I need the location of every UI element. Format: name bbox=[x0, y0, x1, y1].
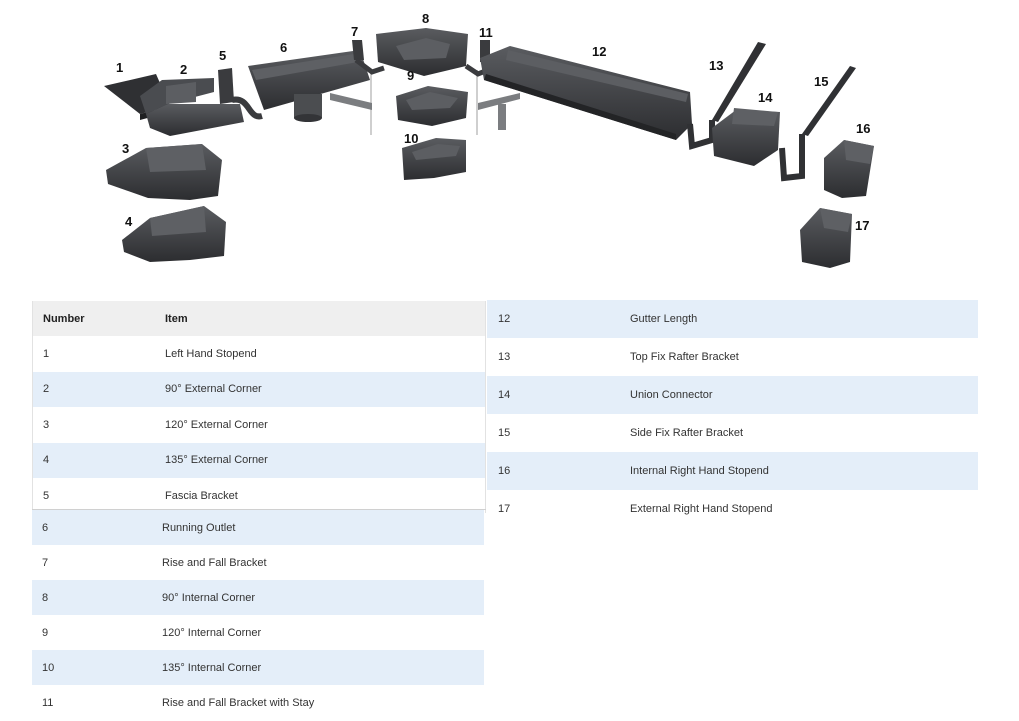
table-row: 8 90° Internal Corner bbox=[32, 580, 484, 615]
table-row: 6 Running Outlet bbox=[32, 510, 484, 545]
gutter-parts-diagram: 1 2 3 4 5 6 7 8 9 10 11 12 13 14 15 16 1… bbox=[104, 11, 874, 268]
callout-11: 11 bbox=[479, 25, 493, 40]
callout-17: 17 bbox=[855, 218, 869, 233]
row-number: 3 bbox=[43, 418, 50, 431]
row-item: Running Outlet bbox=[162, 521, 236, 534]
row-item: 120° Internal Corner bbox=[162, 626, 262, 639]
header-number: Number bbox=[43, 312, 85, 325]
part-5-fascia-bracket bbox=[218, 68, 263, 120]
part-6-running-outlet bbox=[248, 50, 370, 122]
row-item: 135° External Corner bbox=[165, 454, 268, 467]
part-9-120-internal-corner bbox=[396, 86, 468, 126]
table-row: 14 Union Connector bbox=[487, 376, 978, 414]
parts-table-left-top: Number Item 1 Left Hand Stopend 2 90° Ex… bbox=[32, 301, 486, 514]
row-item: 135° Internal Corner bbox=[162, 661, 262, 674]
row-number: 7 bbox=[42, 556, 49, 569]
callout-6: 6 bbox=[280, 40, 287, 55]
callout-14: 14 bbox=[758, 90, 773, 105]
callout-9: 9 bbox=[407, 68, 414, 83]
row-item: Rise and Fall Bracket with Stay bbox=[162, 696, 315, 709]
part-4-135-external-corner bbox=[122, 206, 226, 262]
row-number: 12 bbox=[498, 313, 511, 325]
part-15-side-fix-rafter-bracket bbox=[779, 66, 856, 182]
part-14-union-connector bbox=[712, 108, 780, 166]
callout-16: 16 bbox=[856, 121, 870, 136]
row-number: 11 bbox=[42, 696, 54, 709]
callout-8: 8 bbox=[422, 11, 429, 26]
callout-7: 7 bbox=[351, 24, 358, 39]
callout-4: 4 bbox=[125, 214, 133, 229]
callout-13: 13 bbox=[709, 58, 723, 73]
table-row: 9 120° Internal Corner bbox=[32, 615, 484, 650]
table-divider bbox=[32, 509, 486, 510]
callout-5: 5 bbox=[219, 48, 226, 63]
callout-10: 10 bbox=[404, 131, 418, 146]
row-item: Union Connector bbox=[630, 389, 713, 401]
table-row: 11 Rise and Fall Bracket with Stay bbox=[32, 685, 484, 720]
callout-2: 2 bbox=[180, 62, 187, 77]
callout-12: 12 bbox=[592, 44, 606, 59]
table-row: 10 135° Internal Corner bbox=[32, 650, 484, 685]
row-number: 13 bbox=[498, 351, 511, 363]
row-number: 5 bbox=[43, 489, 50, 502]
header-item: Item bbox=[165, 312, 188, 325]
part-3-120-external-corner bbox=[106, 144, 222, 200]
part-2-90-external-corner bbox=[140, 78, 244, 136]
row-item: Internal Right Hand Stopend bbox=[630, 465, 769, 477]
row-number: 8 bbox=[42, 591, 49, 604]
row-item: 90° Internal Corner bbox=[162, 591, 256, 604]
row-item: 120° External Corner bbox=[165, 418, 268, 431]
table-row: 7 Rise and Fall Bracket bbox=[32, 545, 484, 580]
table-row: 3 120° External Corner bbox=[33, 407, 485, 443]
row-number: 9 bbox=[42, 626, 49, 639]
row-number: 16 bbox=[498, 465, 511, 477]
table-header-row: Number Item bbox=[33, 301, 485, 337]
part-10-135-internal-corner bbox=[402, 138, 466, 180]
row-item: Side Fix Rafter Bracket bbox=[630, 427, 744, 439]
table-row: 4 135° External Corner bbox=[33, 442, 485, 478]
row-item: Top Fix Rafter Bracket bbox=[630, 351, 739, 363]
row-item: Left Hand Stopend bbox=[165, 348, 257, 361]
table-row: 1 Left Hand Stopend bbox=[33, 336, 485, 372]
part-8-90-internal-corner bbox=[376, 28, 468, 76]
row-number: 6 bbox=[42, 521, 49, 534]
part-12-gutter-length bbox=[480, 46, 692, 140]
table-row: 16 Internal Right Hand Stopend bbox=[487, 452, 978, 490]
row-number: 14 bbox=[498, 389, 511, 401]
table-row: 13 Top Fix Rafter Bracket bbox=[487, 338, 978, 376]
row-number: 10 bbox=[42, 661, 55, 674]
table-row: 2 90° External Corner bbox=[33, 371, 485, 408]
row-item: Gutter Length bbox=[630, 313, 698, 325]
row-item: 90° External Corner bbox=[165, 383, 262, 396]
part-17-external-right-stopend bbox=[800, 208, 852, 268]
callout-labels: 1 2 3 4 5 6 7 8 9 10 11 12 13 14 15 16 1… bbox=[116, 11, 870, 233]
table-row: 15 Side Fix Rafter Bracket bbox=[487, 414, 978, 452]
row-number: 17 bbox=[498, 503, 511, 515]
callout-15: 15 bbox=[814, 74, 828, 89]
row-item: Rise and Fall Bracket bbox=[162, 556, 267, 569]
table-row: 12 Gutter Length bbox=[487, 300, 978, 338]
row-number: 15 bbox=[498, 427, 511, 439]
table-row: 5 Fascia Bracket bbox=[33, 477, 485, 514]
table-row: 17 External Right Hand Stopend bbox=[487, 490, 978, 528]
callout-1: 1 bbox=[116, 60, 123, 75]
row-item: External Right Hand Stopend bbox=[630, 503, 773, 515]
callout-3: 3 bbox=[122, 141, 129, 156]
row-number: 2 bbox=[43, 383, 50, 396]
stay-bars bbox=[330, 93, 520, 130]
row-number: 1 bbox=[43, 348, 50, 361]
part-16-internal-right-stopend bbox=[824, 140, 874, 198]
support-rods bbox=[370, 70, 478, 135]
part-7-rise-fall-bracket bbox=[352, 40, 385, 75]
parts-table-right: 12 Gutter Length 13 Top Fix Rafter Brack… bbox=[487, 300, 978, 528]
row-item: Fascia Bracket bbox=[165, 489, 238, 502]
row-number: 4 bbox=[43, 454, 50, 467]
parts-table-left-bottom: 6 Running Outlet 7 Rise and Fall Bracket… bbox=[32, 510, 484, 720]
part-13-top-fix-rafter-bracket bbox=[687, 42, 766, 150]
